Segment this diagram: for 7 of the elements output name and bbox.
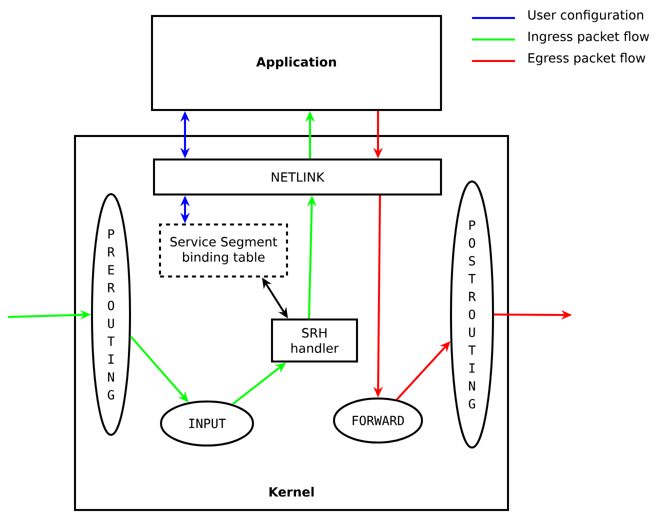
legend-text: User configuration [528,10,644,22]
legend-text: Egress packet flow [528,52,646,66]
table-box: Service Segment binding table [159,224,288,278]
application-box: Application [151,15,442,111]
handler-box: SRH handler [271,318,358,362]
netlink-box: NETLINK [153,158,442,196]
legend-text: Ingress packet flow [528,31,650,44]
